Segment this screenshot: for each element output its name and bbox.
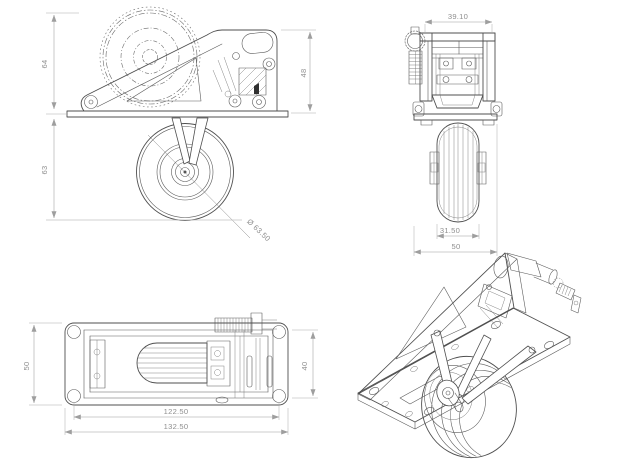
top-view-dimensions: 50 40 122.50 132.50 xyxy=(22,322,318,435)
front-mount-plate xyxy=(413,113,498,121)
side-view: 64 63 48 Ø 63.50 xyxy=(40,6,316,243)
top-view: 50 40 122.50 132.50 xyxy=(22,312,318,435)
dim-label-body-height: 48 xyxy=(299,69,308,78)
fork-leg xyxy=(188,117,209,166)
dim-label-hole-spacing: 122.50 xyxy=(164,407,189,416)
top-worm-gear xyxy=(214,312,277,335)
retracted-wheel xyxy=(99,6,201,108)
iso-fork-struts xyxy=(430,329,537,405)
top-wheel xyxy=(136,340,231,387)
dim-label-plate-length: 132.50 xyxy=(164,422,189,431)
plate-tab xyxy=(420,119,433,126)
dim-label-frame-depth: 40 xyxy=(300,362,309,371)
plate-tab xyxy=(482,119,495,126)
pointer-mark xyxy=(254,83,259,94)
deployed-wheel xyxy=(136,117,251,239)
front-frame xyxy=(412,32,503,117)
dim-label-plate-width: 50 xyxy=(452,242,461,251)
front-view-dimensions: 39.10 31.50 50 xyxy=(413,12,498,256)
corner-holes xyxy=(67,325,286,403)
front-wheel xyxy=(429,122,487,223)
dim-label-wheel-width: 31.50 xyxy=(440,226,460,235)
side-mount-plate xyxy=(66,110,289,118)
iso-hub xyxy=(436,379,464,413)
dim-label-height-lower: 63 xyxy=(40,166,49,175)
side-bracket-body xyxy=(80,29,278,112)
iso-mount-plate xyxy=(357,307,571,430)
fork-leg xyxy=(171,117,191,165)
front-view: 39.10 31.50 50 xyxy=(404,12,503,256)
dim-label-top-width: 39.10 xyxy=(448,12,468,21)
isometric-view xyxy=(357,252,582,460)
worm-gear-drive xyxy=(404,26,426,85)
dim-label-wheel-diameter: Ø 63.50 xyxy=(245,217,272,243)
top-frame xyxy=(83,329,274,404)
iso-drive-assembly xyxy=(506,252,582,314)
top-mount-plate xyxy=(64,322,289,406)
dim-label-plate-depth: 50 xyxy=(22,362,31,371)
dim-label-height-upper: 64 xyxy=(40,60,49,69)
